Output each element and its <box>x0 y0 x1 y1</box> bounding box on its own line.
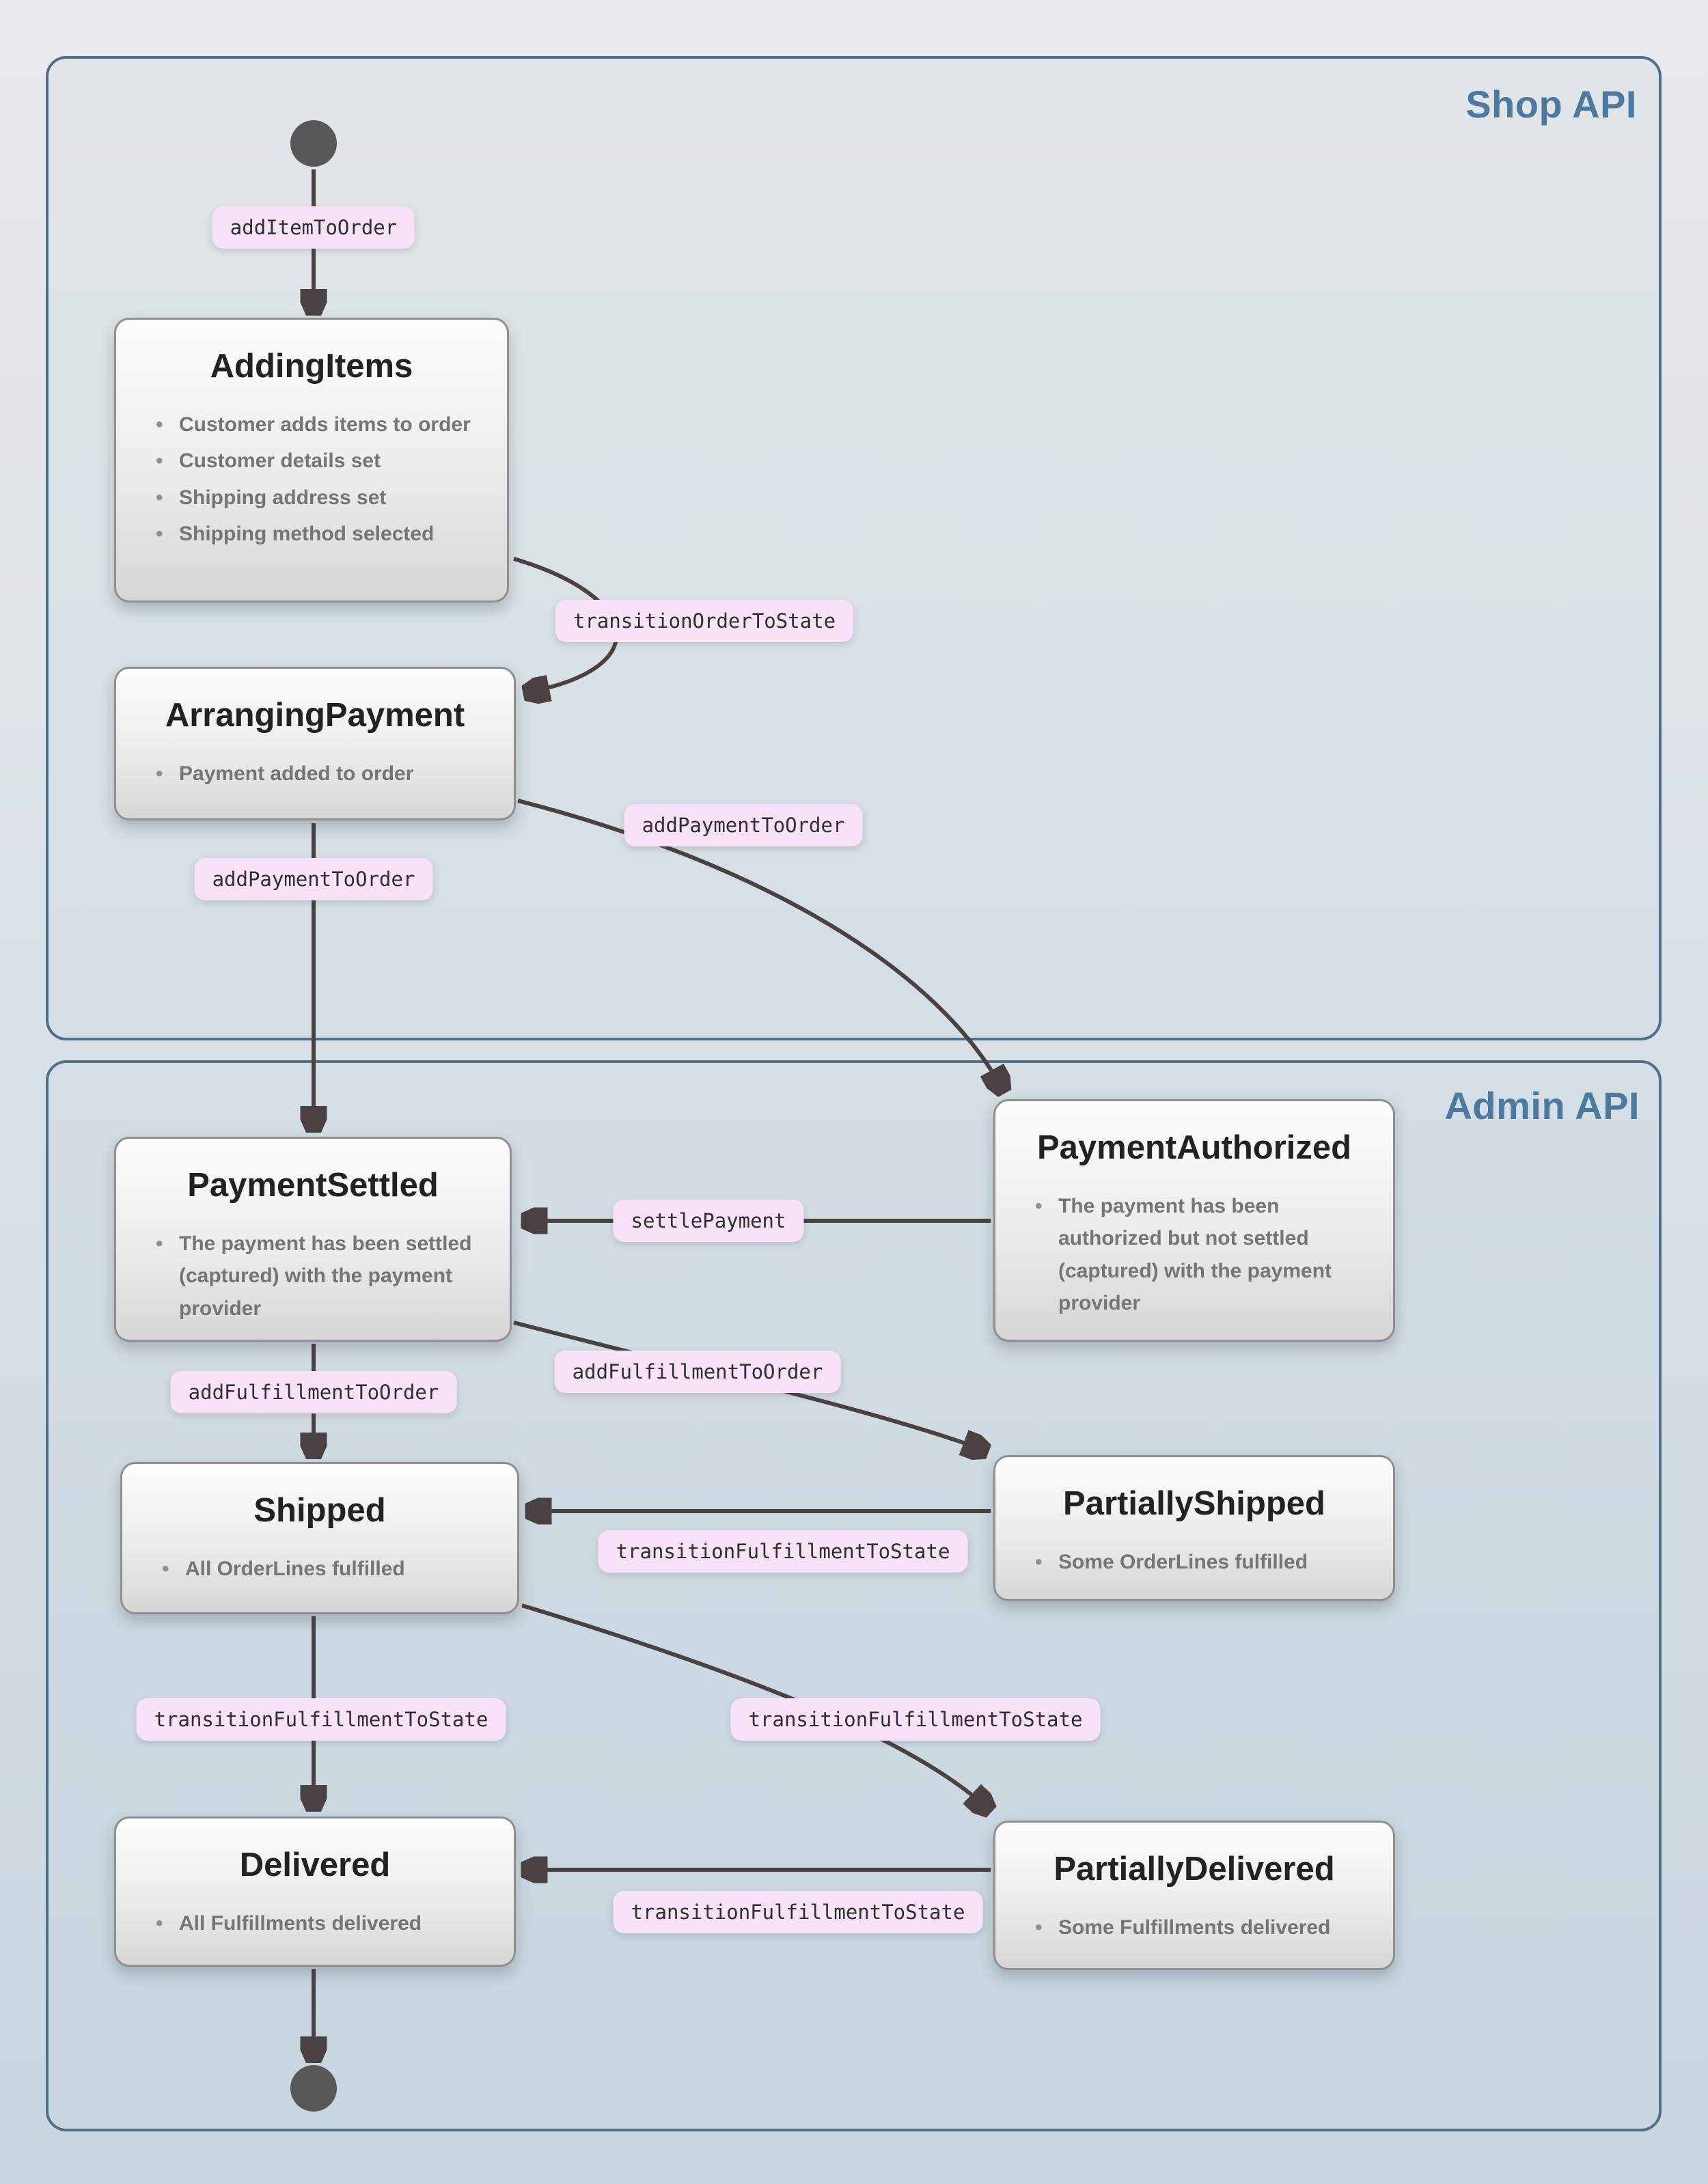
state-partially-shipped: PartiallyShipped Some OrderLines fulfill… <box>993 1455 1395 1601</box>
initial-state-icon <box>290 120 337 167</box>
state-bullet: The payment has been authorized but not … <box>1034 1190 1374 1320</box>
state-bullet: The payment has been settled (captured) … <box>154 1228 491 1325</box>
edge-label-add-payment-to-order-right: addPaymentToOrder <box>624 804 863 846</box>
state-delivered: Delivered All Fulfillments delivered <box>114 1816 516 1967</box>
state-bullets-shipped: All OrderLines fulfilled <box>122 1553 517 1586</box>
edge-label-add-payment-to-order-down: addPaymentToOrder <box>194 858 433 900</box>
state-title-adding-items: AddingItems <box>210 348 413 385</box>
state-bullet: Payment added to order <box>154 758 495 790</box>
state-bullets-payment-authorized: The payment has been authorized but not … <box>995 1190 1393 1320</box>
state-bullet: Shipping method selected <box>154 518 488 551</box>
state-shipped: Shipped All OrderLines fulfilled <box>120 1462 519 1614</box>
state-arranging-payment: ArrangingPayment Payment added to order <box>114 667 516 820</box>
state-title-partially-shipped: PartiallyShipped <box>1063 1485 1325 1522</box>
state-bullets-payment-settled: The payment has been settled (captured) … <box>116 1228 510 1325</box>
edge-label-transition-fulfillment-pd-to-delivered: transitionFulfillmentToState <box>613 1891 983 1933</box>
shop-api-section-label: Shop API <box>1465 83 1637 126</box>
state-adding-items: AddingItems Customer adds items to order… <box>114 318 509 603</box>
state-bullet: Shipping address set <box>154 482 488 514</box>
state-payment-authorized: PaymentAuthorized The payment has been a… <box>993 1099 1395 1342</box>
state-bullet: Customer details set <box>154 445 488 478</box>
edge-label-transition-fulfillment-ps-to-shipped: transitionFulfillmentToState <box>598 1530 968 1573</box>
state-bullets-partially-delivered: Some Fulfillments delivered <box>995 1911 1393 1944</box>
edge-label-add-fulfillment-to-order-right: addFulfillmentToOrder <box>554 1351 841 1393</box>
state-bullets-adding-items: Customer adds items to order Customer de… <box>116 409 507 551</box>
state-bullet: Some Fulfillments delivered <box>1034 1911 1374 1944</box>
state-title-payment-authorized: PaymentAuthorized <box>1036 1129 1352 1166</box>
state-bullets-delivered: All Fulfillments delivered <box>116 1907 514 1940</box>
state-bullet: All Fulfillments delivered <box>154 1907 495 1940</box>
edge-label-add-fulfillment-to-order-down: addFulfillmentToOrder <box>170 1371 457 1413</box>
state-title-arranging-payment: ArrangingPayment <box>165 697 465 734</box>
edge-label-transition-order-to-state: transitionOrderToState <box>555 600 854 642</box>
edge-label-transition-fulfillment-shipped-to-delivered: transitionFulfillmentToState <box>136 1698 506 1741</box>
state-bullets-arranging-payment: Payment added to order <box>116 758 514 790</box>
state-title-delivered: Delivered <box>239 1847 391 1883</box>
state-title-shipped: Shipped <box>253 1492 386 1529</box>
state-partially-delivered: PartiallyDelivered Some Fulfillments del… <box>993 1821 1395 1970</box>
state-payment-settled: PaymentSettled The payment has been sett… <box>114 1137 512 1342</box>
state-bullet: All OrderLines fulfilled <box>161 1553 498 1586</box>
edge-label-add-item-to-order: addItemToOrder <box>212 206 415 249</box>
edge-label-transition-fulfillment-shipped-to-pd: transitionFulfillmentToState <box>730 1698 1101 1741</box>
state-bullet: Customer adds items to order <box>154 409 488 441</box>
state-title-partially-delivered: PartiallyDelivered <box>1053 1851 1335 1888</box>
admin-api-section-label: Admin API <box>1444 1084 1640 1127</box>
state-title-payment-settled: PaymentSettled <box>187 1167 439 1204</box>
state-bullets-partially-shipped: Some OrderLines fulfilled <box>995 1546 1393 1579</box>
edge-arrow-arranging-payment-to-payment-authorized <box>517 799 1002 1088</box>
final-state-icon <box>290 2065 337 2112</box>
state-bullet: Some OrderLines fulfilled <box>1034 1546 1374 1579</box>
edge-label-settle-payment: settlePayment <box>613 1200 804 1242</box>
